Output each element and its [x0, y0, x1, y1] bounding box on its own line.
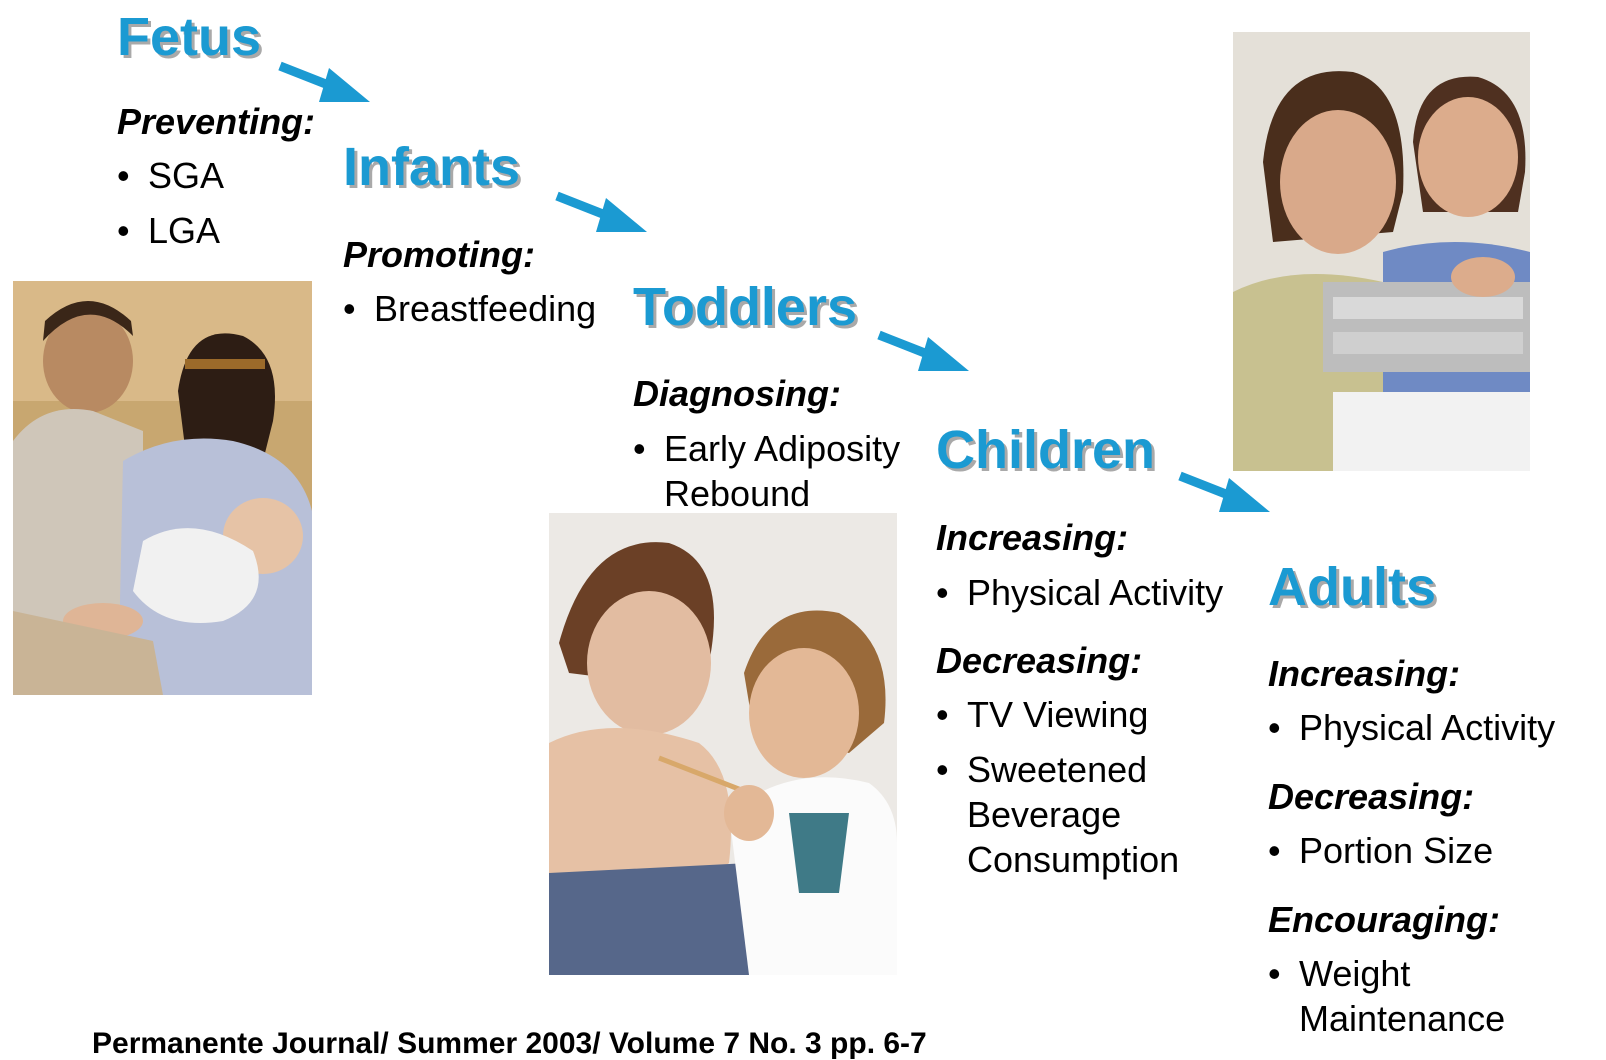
- arrow-right-down-icon: [1178, 471, 1270, 512]
- citation-text: Permanente Journal/ Summer 2003/ Volume …: [92, 1027, 927, 1060]
- list-adults-encouraging: Weight Maintenance: [1268, 951, 1568, 1041]
- list-adults-increasing: Physical Activity: [1268, 705, 1555, 750]
- verb-adults-encouraging: Encouraging:: [1268, 899, 1500, 940]
- list-item: TV Viewing: [936, 692, 1196, 737]
- verb-children-decreasing: Decreasing:: [936, 640, 1143, 681]
- list-item: Breastfeeding: [343, 286, 596, 331]
- stage-title-adults: Adults: [1268, 557, 1436, 617]
- stage-title-children: Children: [936, 420, 1156, 480]
- list-item: SGA: [117, 153, 224, 198]
- list-children-decreasing: TV Viewing Sweetened Beverage Consumptio…: [936, 692, 1196, 882]
- list-item: Portion Size: [1268, 828, 1493, 873]
- list-item: Physical Activity: [936, 570, 1223, 615]
- list-item: LGA: [117, 208, 224, 253]
- verb-fetus-preventing: Preventing:: [117, 101, 316, 142]
- list-item: Weight Maintenance: [1268, 951, 1568, 1041]
- verb-children-increasing: Increasing:: [936, 517, 1129, 558]
- list-infants-promoting: Breastfeeding: [343, 286, 596, 331]
- list-adults-decreasing: Portion Size: [1268, 828, 1493, 873]
- list-children-increasing: Physical Activity: [936, 570, 1223, 615]
- women-weighing-scale-photo: [1233, 32, 1530, 471]
- list-item: Physical Activity: [1268, 705, 1555, 750]
- arrow-right-down-icon: [555, 191, 647, 232]
- family-breastfeeding-photo: [13, 281, 312, 695]
- stage-title-toddlers: Toddlers: [633, 277, 858, 337]
- list-item: Early Adiposity Rebound: [633, 426, 918, 516]
- toddler-doctor-photo: [549, 513, 897, 975]
- verb-adults-decreasing: Decreasing:: [1268, 776, 1475, 817]
- list-toddlers-diagnosing: Early Adiposity Rebound: [633, 426, 918, 516]
- verb-adults-increasing: Increasing:: [1268, 653, 1461, 694]
- stage-title-fetus: Fetus: [117, 7, 262, 67]
- stage-title-infants: Infants: [343, 137, 521, 197]
- verb-toddlers-diagnosing: Diagnosing:: [633, 373, 841, 414]
- arrow-right-down-icon: [877, 330, 969, 371]
- list-item: Sweetened Beverage Consumption: [936, 747, 1196, 882]
- verb-infants-promoting: Promoting:: [343, 234, 535, 275]
- list-fetus-preventing: SGA LGA: [117, 153, 224, 253]
- arrow-right-down-icon: [278, 61, 370, 102]
